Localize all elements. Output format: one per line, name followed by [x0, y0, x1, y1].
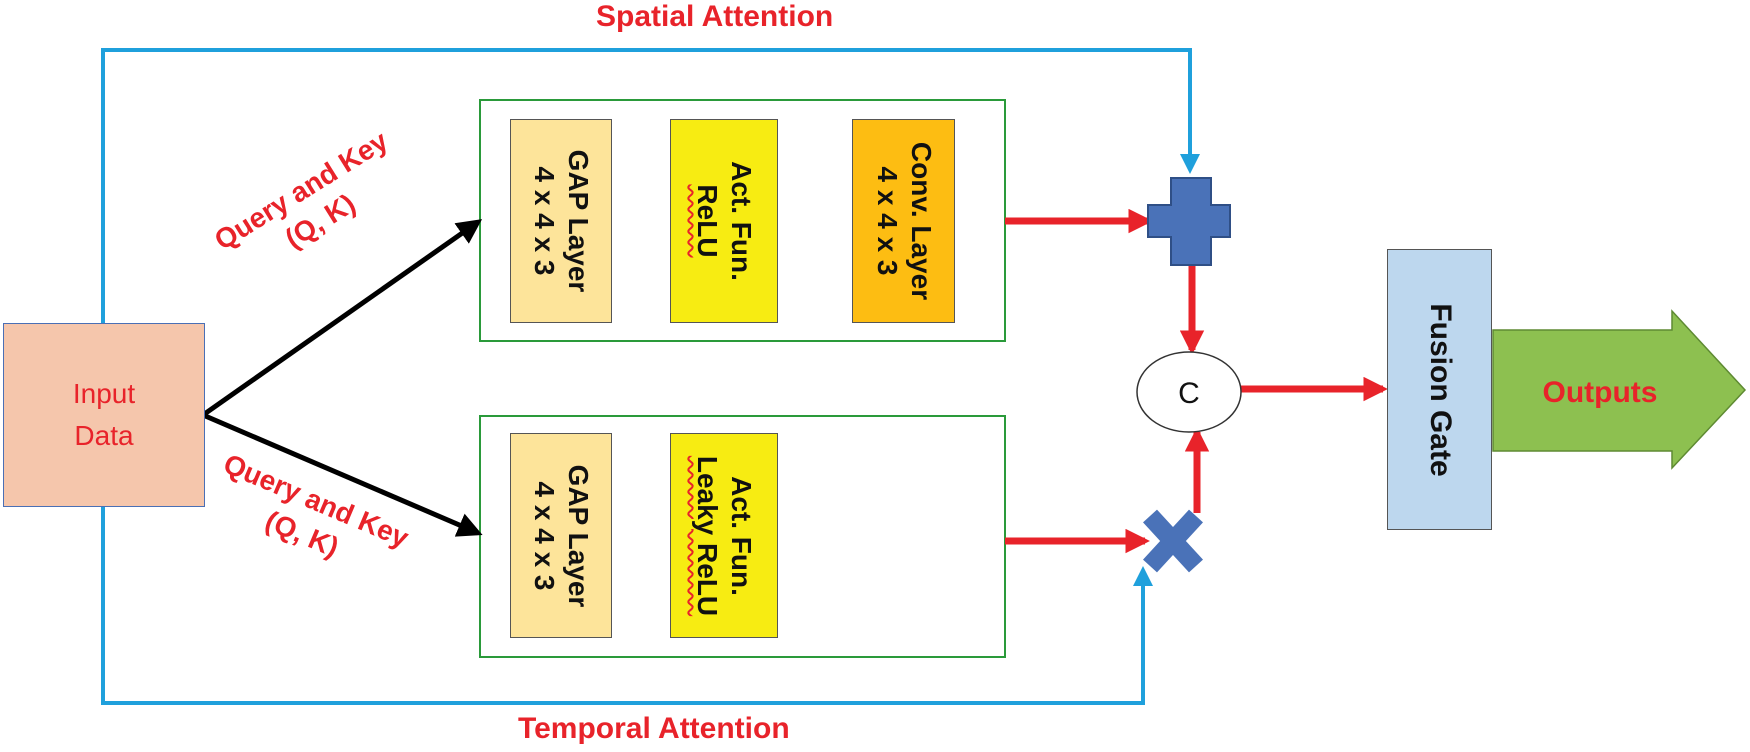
spatial-gap-layer: GAP Layer 4 x 4 x 3	[510, 119, 612, 323]
spatial-act-line2: ReLU	[692, 184, 723, 258]
multiply-icon	[1143, 509, 1203, 573]
temporal-attention-label: Temporal Attention	[518, 712, 790, 745]
outputs-arrow	[1492, 309, 1747, 470]
spatial-conv-layer: Conv. Layer 4 x 4 x 3	[852, 119, 955, 323]
spatial-gap-line2: 4 x 4 x 3	[529, 166, 560, 276]
input-label-line2: Data	[74, 420, 134, 451]
concat-node	[1136, 351, 1242, 433]
query-key-arrow-bottom	[202, 412, 483, 537]
temporal-gap-layer: GAP Layer 4 x 4 x 3	[510, 433, 612, 638]
spatial-conv-line2: 4 x 4 x 3	[871, 166, 903, 276]
temporal-act-line2: Leaky ReLU	[692, 455, 723, 616]
plus-icon	[1147, 177, 1231, 266]
input-label-line1: Input	[72, 378, 136, 409]
input-data-block: Input Data	[3, 323, 205, 507]
temporal-gap-line1: GAP Layer	[563, 464, 594, 607]
input-data-label: Input Data	[4, 373, 204, 457]
spatial-attention-label: Spatial Attention	[596, 0, 834, 33]
fusion-gate-label: Fusion Gate	[1423, 302, 1457, 477]
temporal-activation-function: Act. Fun. Leaky ReLU	[670, 433, 778, 638]
spatial-activation-function: Act. Fun. ReLU	[670, 119, 778, 323]
spatial-act-line1: Act. Fun.	[726, 161, 757, 281]
temporal-gap-line2: 4 x 4 x 3	[529, 481, 560, 590]
spatial-skip-wire	[101, 48, 1200, 323]
temporal-skip-wire	[101, 507, 1153, 705]
fusion-gate-block: Fusion Gate	[1387, 249, 1492, 530]
concat-label: C	[1178, 377, 1200, 410]
outputs-label: Outputs	[1543, 376, 1658, 409]
spatial-gap-line1: GAP Layer	[563, 149, 594, 293]
temporal-act-line1: Act. Fun.	[726, 475, 757, 596]
spatial-conv-line1: Conv. Layer	[905, 141, 937, 301]
query-key-arrow-top	[201, 219, 483, 418]
